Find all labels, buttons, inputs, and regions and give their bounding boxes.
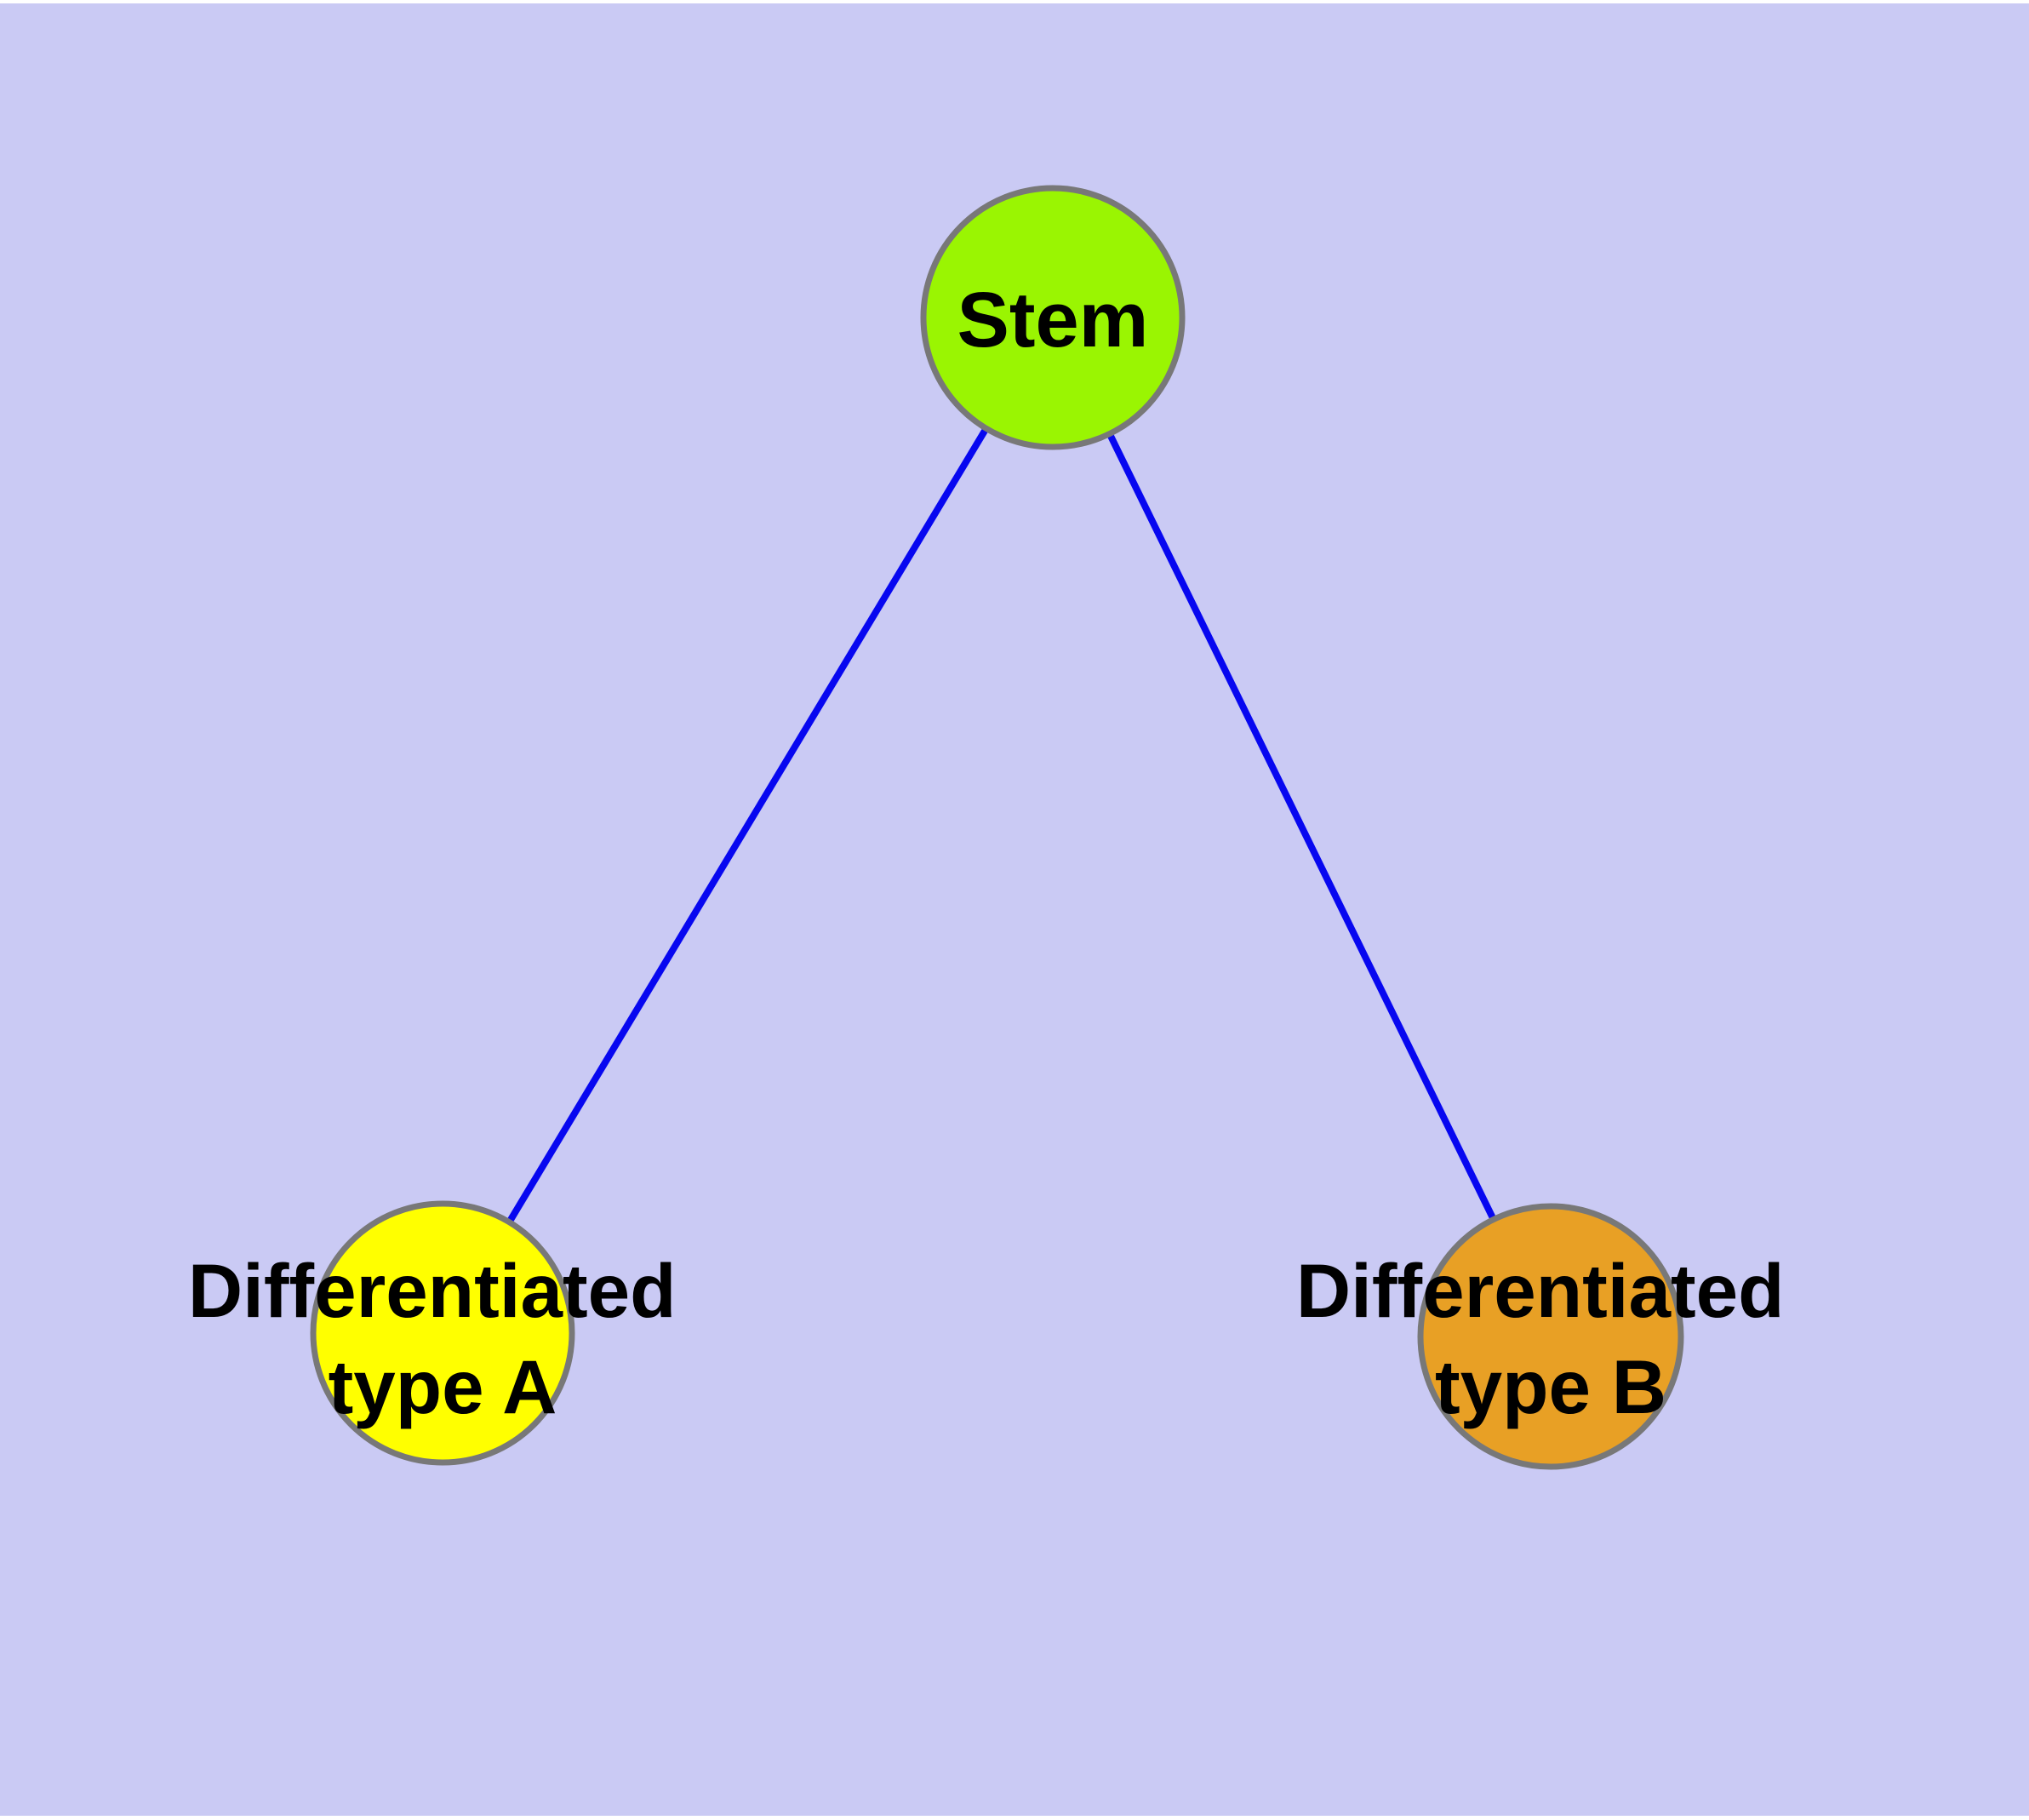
- node-type-b-label-line1: Differentiated: [1296, 1248, 1785, 1333]
- node-type-b-label-line2: type B: [1435, 1344, 1666, 1429]
- node-type-b-label: Differentiated type B: [1296, 1248, 1805, 1429]
- node-type-a-label-line2: type A: [329, 1344, 557, 1429]
- node-type-a-label: Differentiated type A: [188, 1248, 697, 1429]
- edge-stem-to-type-a: [439, 315, 1056, 1336]
- edge-stem-to-type-b: [1049, 316, 1554, 1338]
- node-type-a-label-line1: Differentiated: [188, 1248, 677, 1333]
- node-type-b-circle: [1417, 1203, 1684, 1470]
- node-type-a-circle: [310, 1200, 575, 1466]
- node-stem-circle: [920, 185, 1186, 450]
- node-stem-label: Stem: [957, 277, 1149, 363]
